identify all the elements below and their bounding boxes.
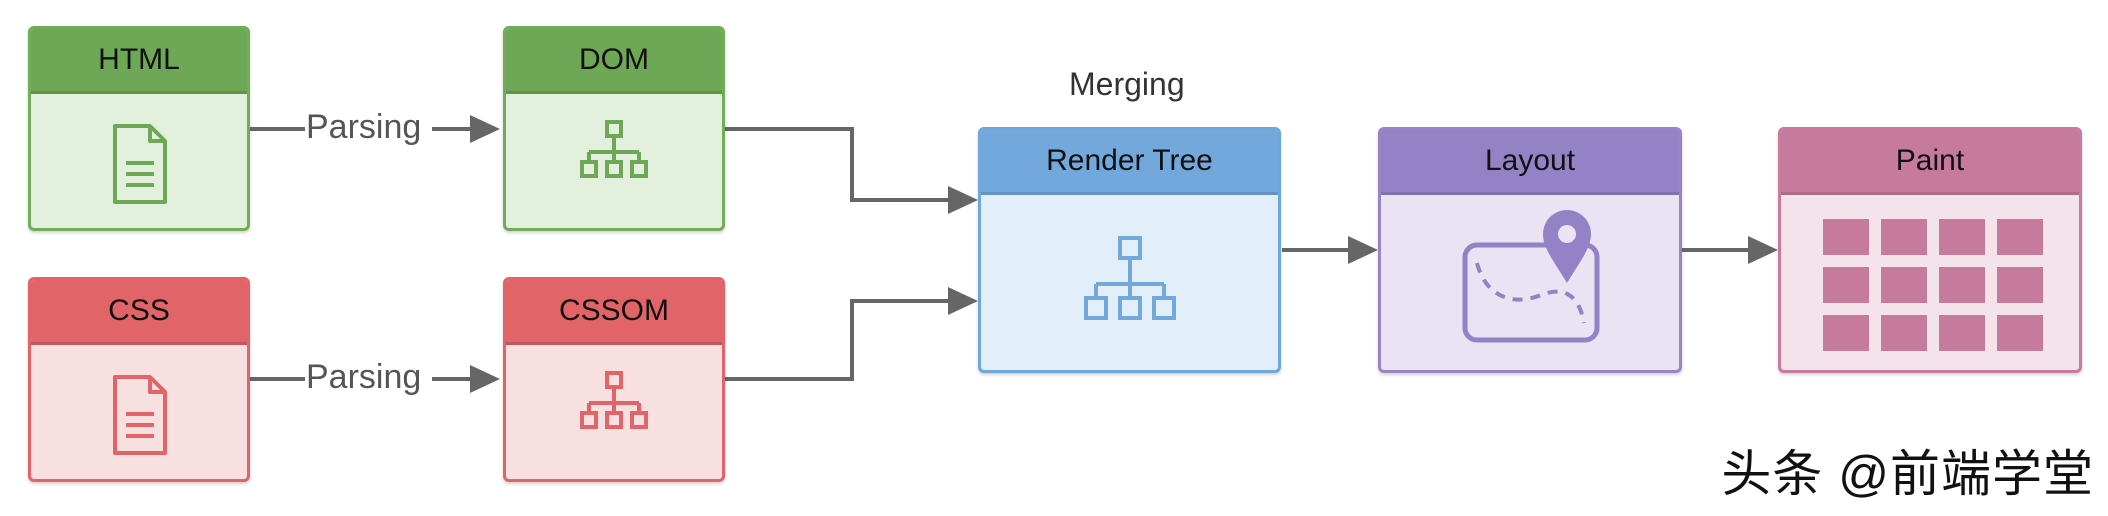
map-pin-icon — [1462, 210, 1600, 343]
arrowhead-icon — [948, 287, 978, 315]
tree-icon — [1084, 236, 1176, 320]
paint-node-title: Paint — [1781, 130, 2079, 195]
html-node-body — [31, 94, 247, 228]
document-icon — [113, 375, 167, 455]
arrowhead-icon — [948, 186, 978, 214]
html-node-title: HTML — [31, 29, 247, 94]
parsing-label-html: Parsing — [306, 108, 422, 147]
paint-node: Paint — [1778, 127, 2082, 373]
dom-to-render-tree-line — [724, 127, 948, 202]
cssom-node-title: CSSOM — [506, 280, 722, 345]
layout-node-body — [1381, 195, 1679, 370]
dom-node: DOM — [503, 26, 725, 231]
cssom-node: CSSOM — [503, 277, 725, 482]
tree-icon — [580, 371, 648, 429]
merging-label: Merging — [1069, 66, 1185, 102]
arrowhead-icon — [1748, 236, 1778, 264]
layout-node: Layout — [1378, 127, 1682, 373]
render-tree-node-body — [981, 195, 1278, 370]
render-tree-node: Render Tree — [978, 127, 1281, 373]
watermark: 头条 @前端学堂 — [1721, 446, 2094, 502]
document-icon — [113, 124, 167, 204]
dom-node-body — [506, 94, 722, 228]
tree-icon — [580, 120, 648, 178]
layout-node-title: Layout — [1381, 130, 1679, 195]
arrowhead-icon — [470, 365, 500, 393]
grid-icon — [1823, 219, 2043, 351]
cssom-to-render-tree-line — [724, 299, 948, 381]
css-node-body — [31, 345, 247, 479]
cssom-node-body — [506, 345, 722, 479]
html-node: HTML — [28, 26, 250, 231]
paint-node-body — [1781, 195, 2079, 370]
arrowhead-icon — [1348, 236, 1378, 264]
parsing-label-css: Parsing — [306, 358, 422, 397]
arrowhead-icon — [470, 115, 500, 143]
css-node: CSS — [28, 277, 250, 482]
render-tree-node-title: Render Tree — [981, 130, 1278, 195]
css-node-title: CSS — [31, 280, 247, 345]
dom-node-title: DOM — [506, 29, 722, 94]
